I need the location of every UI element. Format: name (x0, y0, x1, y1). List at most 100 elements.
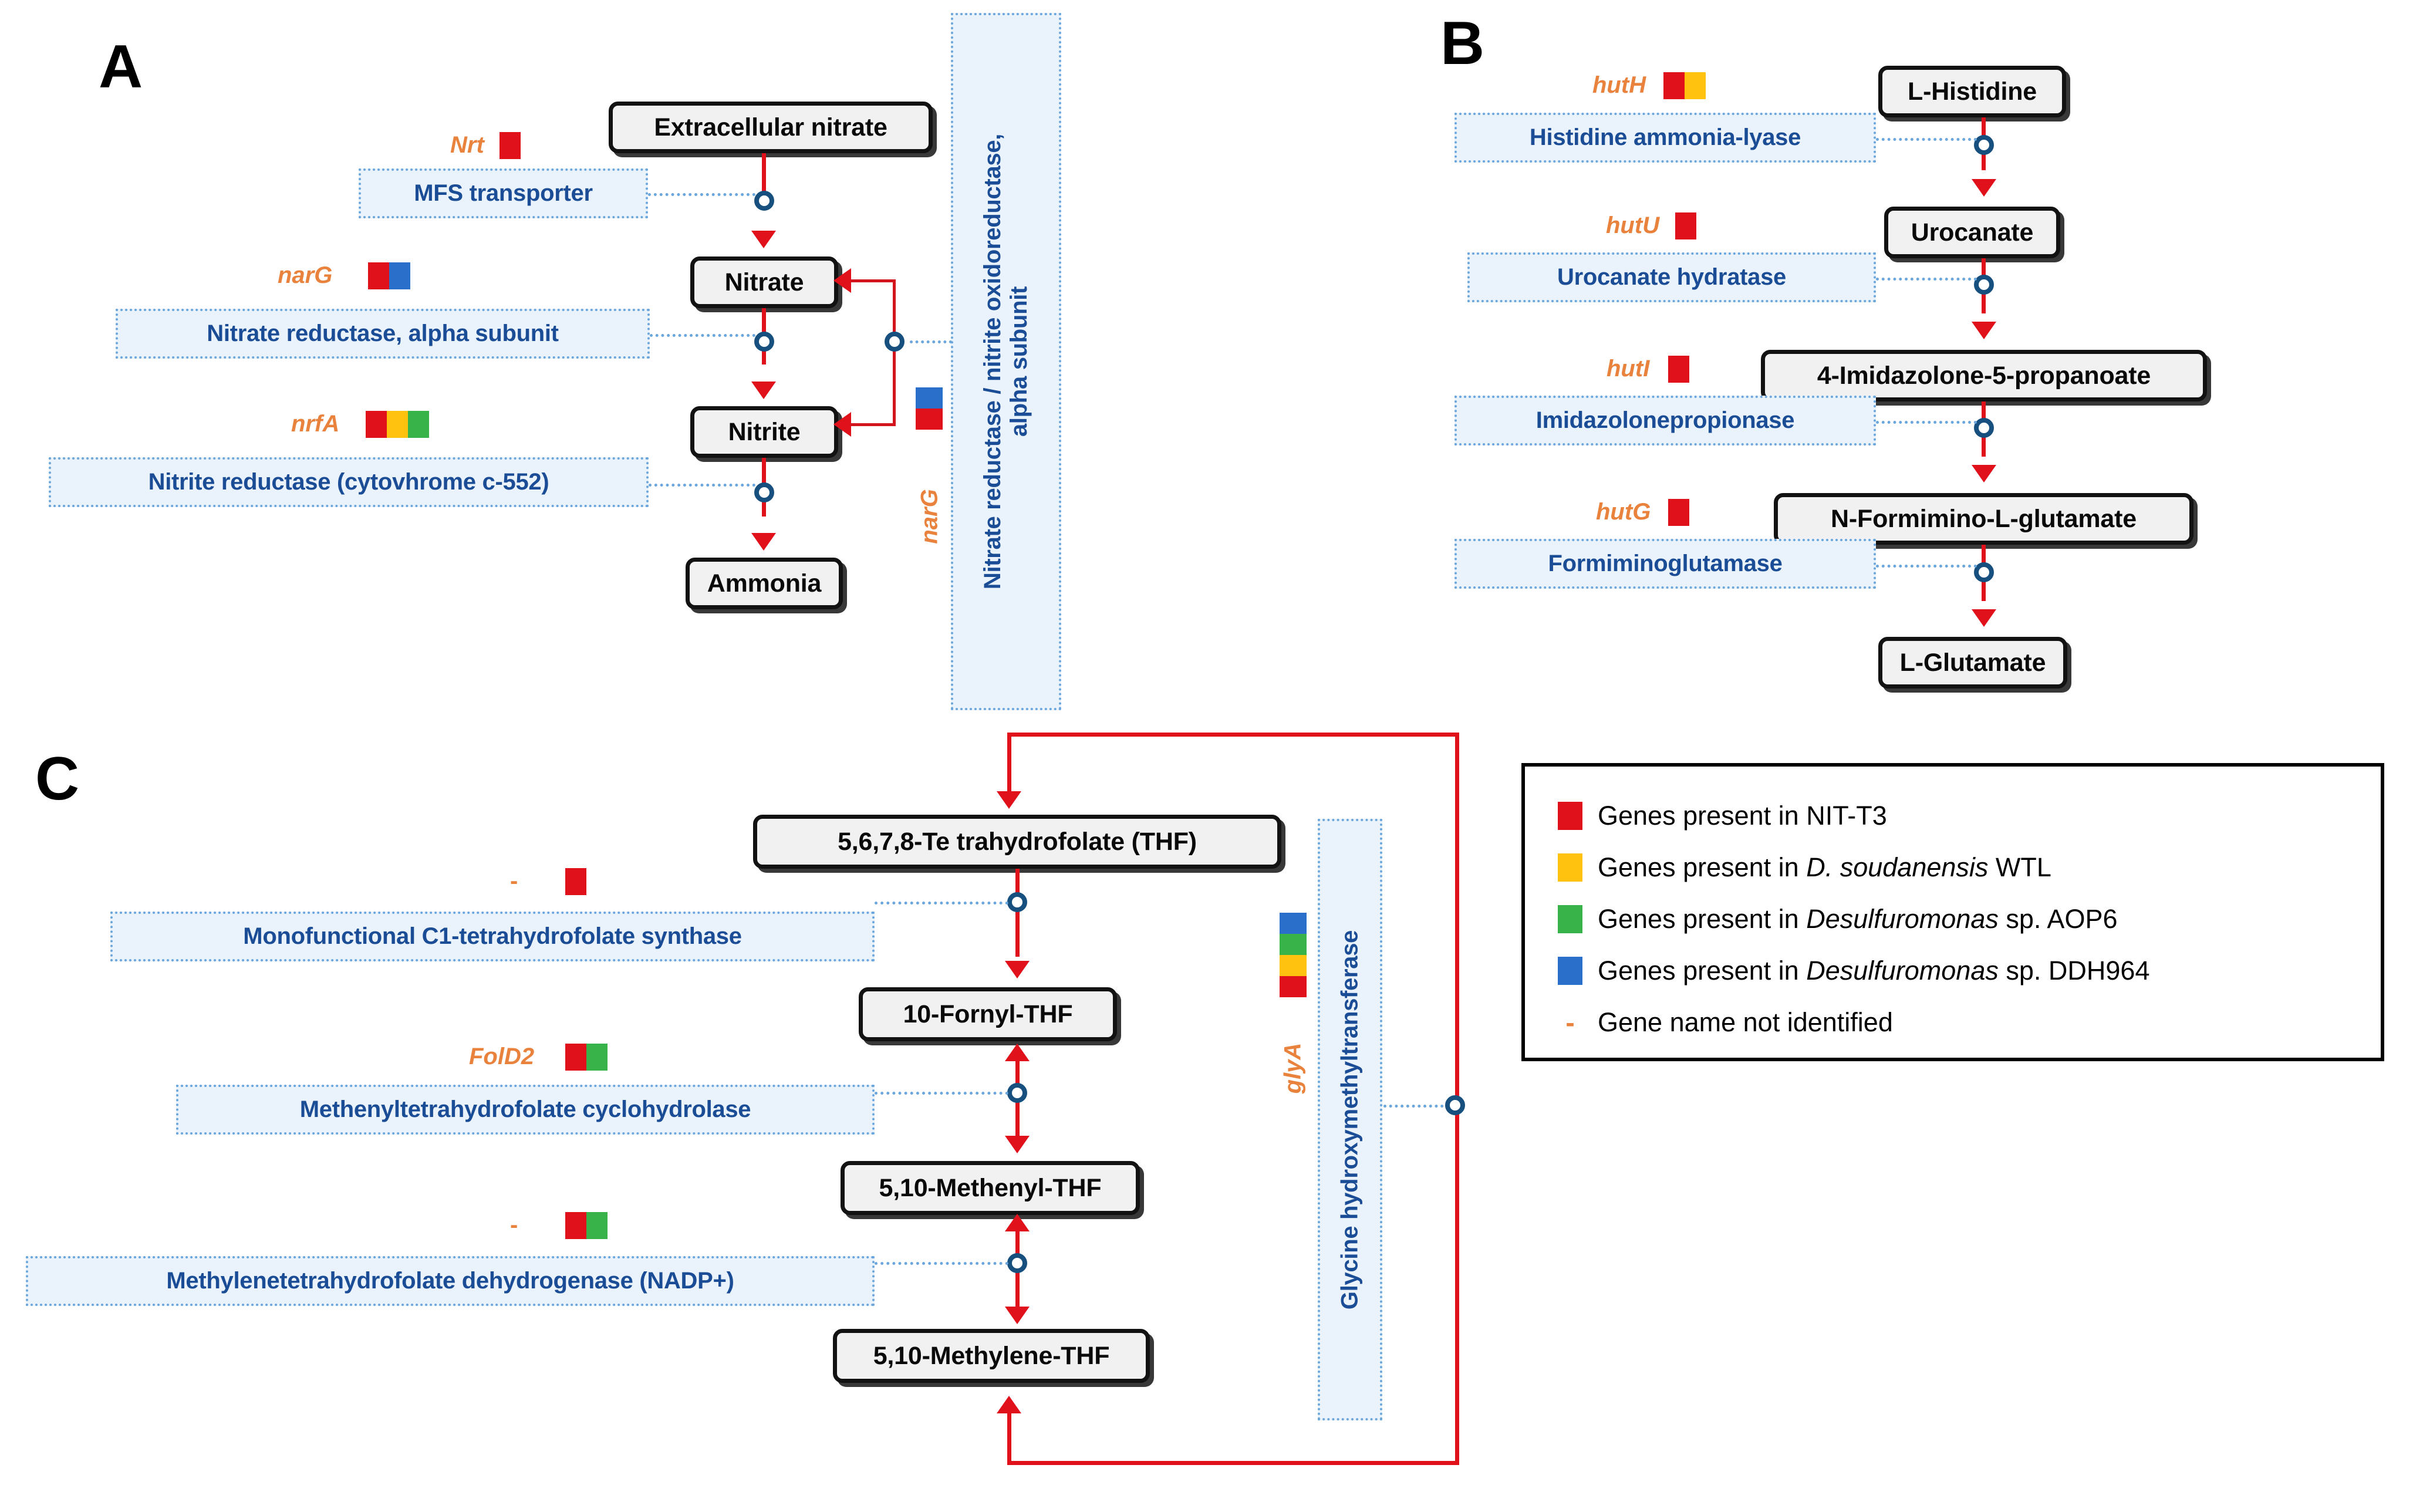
reaction-node-narg-loop (885, 332, 905, 352)
arrow-head-b3 (1972, 465, 1996, 482)
legend-row-aop6: Genes present in Desulfuromonas sp. AOP6 (1558, 904, 2118, 934)
gene-swatch-narg-vertical (916, 387, 943, 430)
enzyme-box-imidazolonepropionase: Imidazolonepropionase (1454, 396, 1876, 446)
compound-box-extracellular-nitrate: Extracellular nitrate (609, 102, 933, 153)
dotted-link-c-vertical (1383, 1105, 1449, 1108)
cycle-arrow-into-thf (997, 791, 1021, 809)
legend-dash-icon: - (1565, 1007, 1575, 1038)
enzyme-box-formiminoglutamase: Formiminoglutamase (1454, 539, 1876, 589)
cycle-top-line (1007, 733, 1459, 737)
reaction-node-b2 (1974, 275, 1994, 295)
compound-box-imidazolone-propanoate: 4-Imidazolone-5-propanoate (1761, 350, 2207, 401)
arrow-head-c1 (1005, 961, 1030, 978)
loop-arrow-to-nitrite (833, 412, 851, 437)
reaction-node-c1 (1007, 892, 1027, 912)
arrow-head-c2-up (1005, 1044, 1030, 1061)
loop-line-bottom-narg (851, 423, 896, 426)
compound-box-urocanate: Urocanate (1884, 207, 2060, 258)
reaction-node-c3 (1007, 1253, 1027, 1273)
gene-label-huth: hutH (1592, 72, 1646, 98)
enzyme-box-vertical-label: Nitrate reductase / nitrite oxidoreducta… (980, 133, 1032, 590)
compound-box-510-methylene-thf: 5,10-Methylene-THF (833, 1329, 1150, 1383)
gene-label-narg-vertical: narG (916, 489, 943, 544)
gene-swatch-hutg (1668, 499, 1689, 526)
arrow-head-c3-down (1005, 1307, 1030, 1324)
compound-box-510-methenyl-thf: 5,10-Methenyl-THF (841, 1161, 1140, 1215)
dotted-link-b3 (1876, 421, 1977, 424)
legend-row-soudanensis: Genes present in D. soudanensis WTL (1558, 852, 2051, 883)
gene-label-c1-unidentified: - (510, 868, 518, 894)
dotted-link-c2 (875, 1092, 1008, 1095)
enzyme-box-urocanate-hydratase: Urocanate hydratase (1467, 252, 1876, 302)
gene-swatch-huti (1668, 356, 1689, 383)
gene-swatch-huth (1663, 72, 1706, 99)
reaction-node-a2 (754, 332, 774, 352)
dotted-link-b2 (1876, 278, 1977, 281)
compound-box-ammonia: Ammonia (686, 558, 843, 609)
dotted-link-a-vertical (910, 340, 952, 343)
reaction-node-a3 (754, 482, 774, 502)
gene-label-narg: narG (278, 262, 333, 288)
enzyme-box-nitrate-reductase-alpha: Nitrate reductase, alpha subunit (116, 309, 650, 359)
gene-label-fold2: FolD2 (469, 1044, 535, 1069)
enzyme-box-histidine-ammonia-lyase: Histidine ammonia-lyase (1454, 113, 1876, 163)
legend-label-nit-t3: Genes present in NIT-T3 (1598, 801, 1887, 831)
cycle-left-bottom-line (1007, 1413, 1011, 1463)
dotted-link-a1 (648, 193, 755, 196)
compound-box-n-formimino-l-glutamate: N-Formimino-L-glutamate (1774, 493, 2193, 545)
legend-row-ddh964: Genes present in Desulfuromonas sp. DDH9… (1558, 956, 2149, 986)
gene-swatch-narg (368, 262, 410, 289)
gene-swatch-c3 (565, 1212, 608, 1239)
loop-line-top-narg (851, 279, 896, 282)
gene-swatch-hutu (1675, 212, 1696, 239)
arrow-head-c3-up (1005, 1214, 1030, 1231)
panel-letter-c: C (35, 745, 80, 813)
enzyme-box-nitrate-nitrite-oxidoreductase: Nitrate reductase / nitrite oxidoreducta… (951, 13, 1061, 710)
legend-swatch-green (1558, 905, 1582, 933)
reaction-node-b3 (1974, 418, 1994, 438)
arrow-head-c2-down (1005, 1136, 1030, 1153)
gene-swatch-fold2 (565, 1044, 608, 1071)
legend-swatch-blue (1558, 957, 1582, 985)
gene-label-nrt: Nrt (450, 132, 484, 158)
gene-label-hutg: hutG (1596, 499, 1651, 525)
arrow-head-b2 (1972, 322, 1996, 339)
gene-label-huti: hutI (1607, 356, 1650, 382)
reaction-node-b1 (1974, 135, 1994, 155)
legend-swatch-yellow (1558, 853, 1582, 882)
reaction-node-c2 (1007, 1083, 1027, 1103)
cycle-arrow-into-methylene (997, 1396, 1021, 1413)
legend-row-nit-t3: Genes present in NIT-T3 (1558, 801, 1887, 831)
gene-swatch-nrt (500, 132, 521, 159)
panel-letter-a: A (99, 33, 143, 101)
reaction-node-glya (1445, 1095, 1465, 1115)
loop-arrow-to-nitrate (833, 268, 851, 293)
enzyme-box-vertical-label-glya: Glycine hydroxymethyltransferase (1337, 930, 1363, 1310)
compound-box-l-histidine: L-Histidine (1878, 66, 2066, 117)
gene-label-c3-unidentified: - (510, 1212, 518, 1238)
arrow-head-b1 (1972, 179, 1996, 197)
arrow-head-a2 (751, 382, 776, 399)
gene-label-hutu: hutU (1606, 212, 1660, 238)
enzyme-box-methylene-thf-dehydrogenase: Methylenetetrahydrofolate dehydrogenase … (26, 1256, 875, 1306)
cycle-left-top-line (1007, 733, 1011, 794)
dotted-link-b4 (1876, 565, 1977, 568)
loop-line-vertical-narg (893, 279, 896, 426)
enzyme-box-mfs-transporter: MFS transporter (359, 168, 648, 218)
arrow-head-b4 (1972, 609, 1996, 627)
legend-label-ddh964: Genes present in Desulfuromonas sp. DDH9… (1598, 956, 2150, 986)
legend-label-soudanensis: Genes present in D. soudanensis WTL (1598, 852, 2051, 882)
panel-letter-b: B (1440, 9, 1485, 77)
legend-swatch-red (1558, 802, 1582, 830)
legend-label-not-identified: Gene name not identified (1598, 1007, 1893, 1037)
enzyme-box-glycine-hydroxymethyltransferase: Glycine hydroxymethyltransferase (1318, 819, 1382, 1420)
reaction-node-b4 (1974, 562, 1994, 582)
compound-box-nitrate: Nitrate (690, 256, 838, 308)
legend-box: Genes present in NIT-T3 Genes present in… (1521, 763, 2384, 1061)
legend-row-not-identified: - Gene name not identified (1558, 1007, 1893, 1038)
enzyme-box-nitrite-reductase: Nitrite reductase (cytovhrome c-552) (49, 457, 649, 507)
dotted-link-b1 (1876, 138, 1977, 141)
gene-swatch-c1 (565, 868, 586, 895)
arrow-head-a1 (751, 231, 776, 248)
compound-box-l-glutamate: L-Glutamate (1878, 637, 2067, 689)
